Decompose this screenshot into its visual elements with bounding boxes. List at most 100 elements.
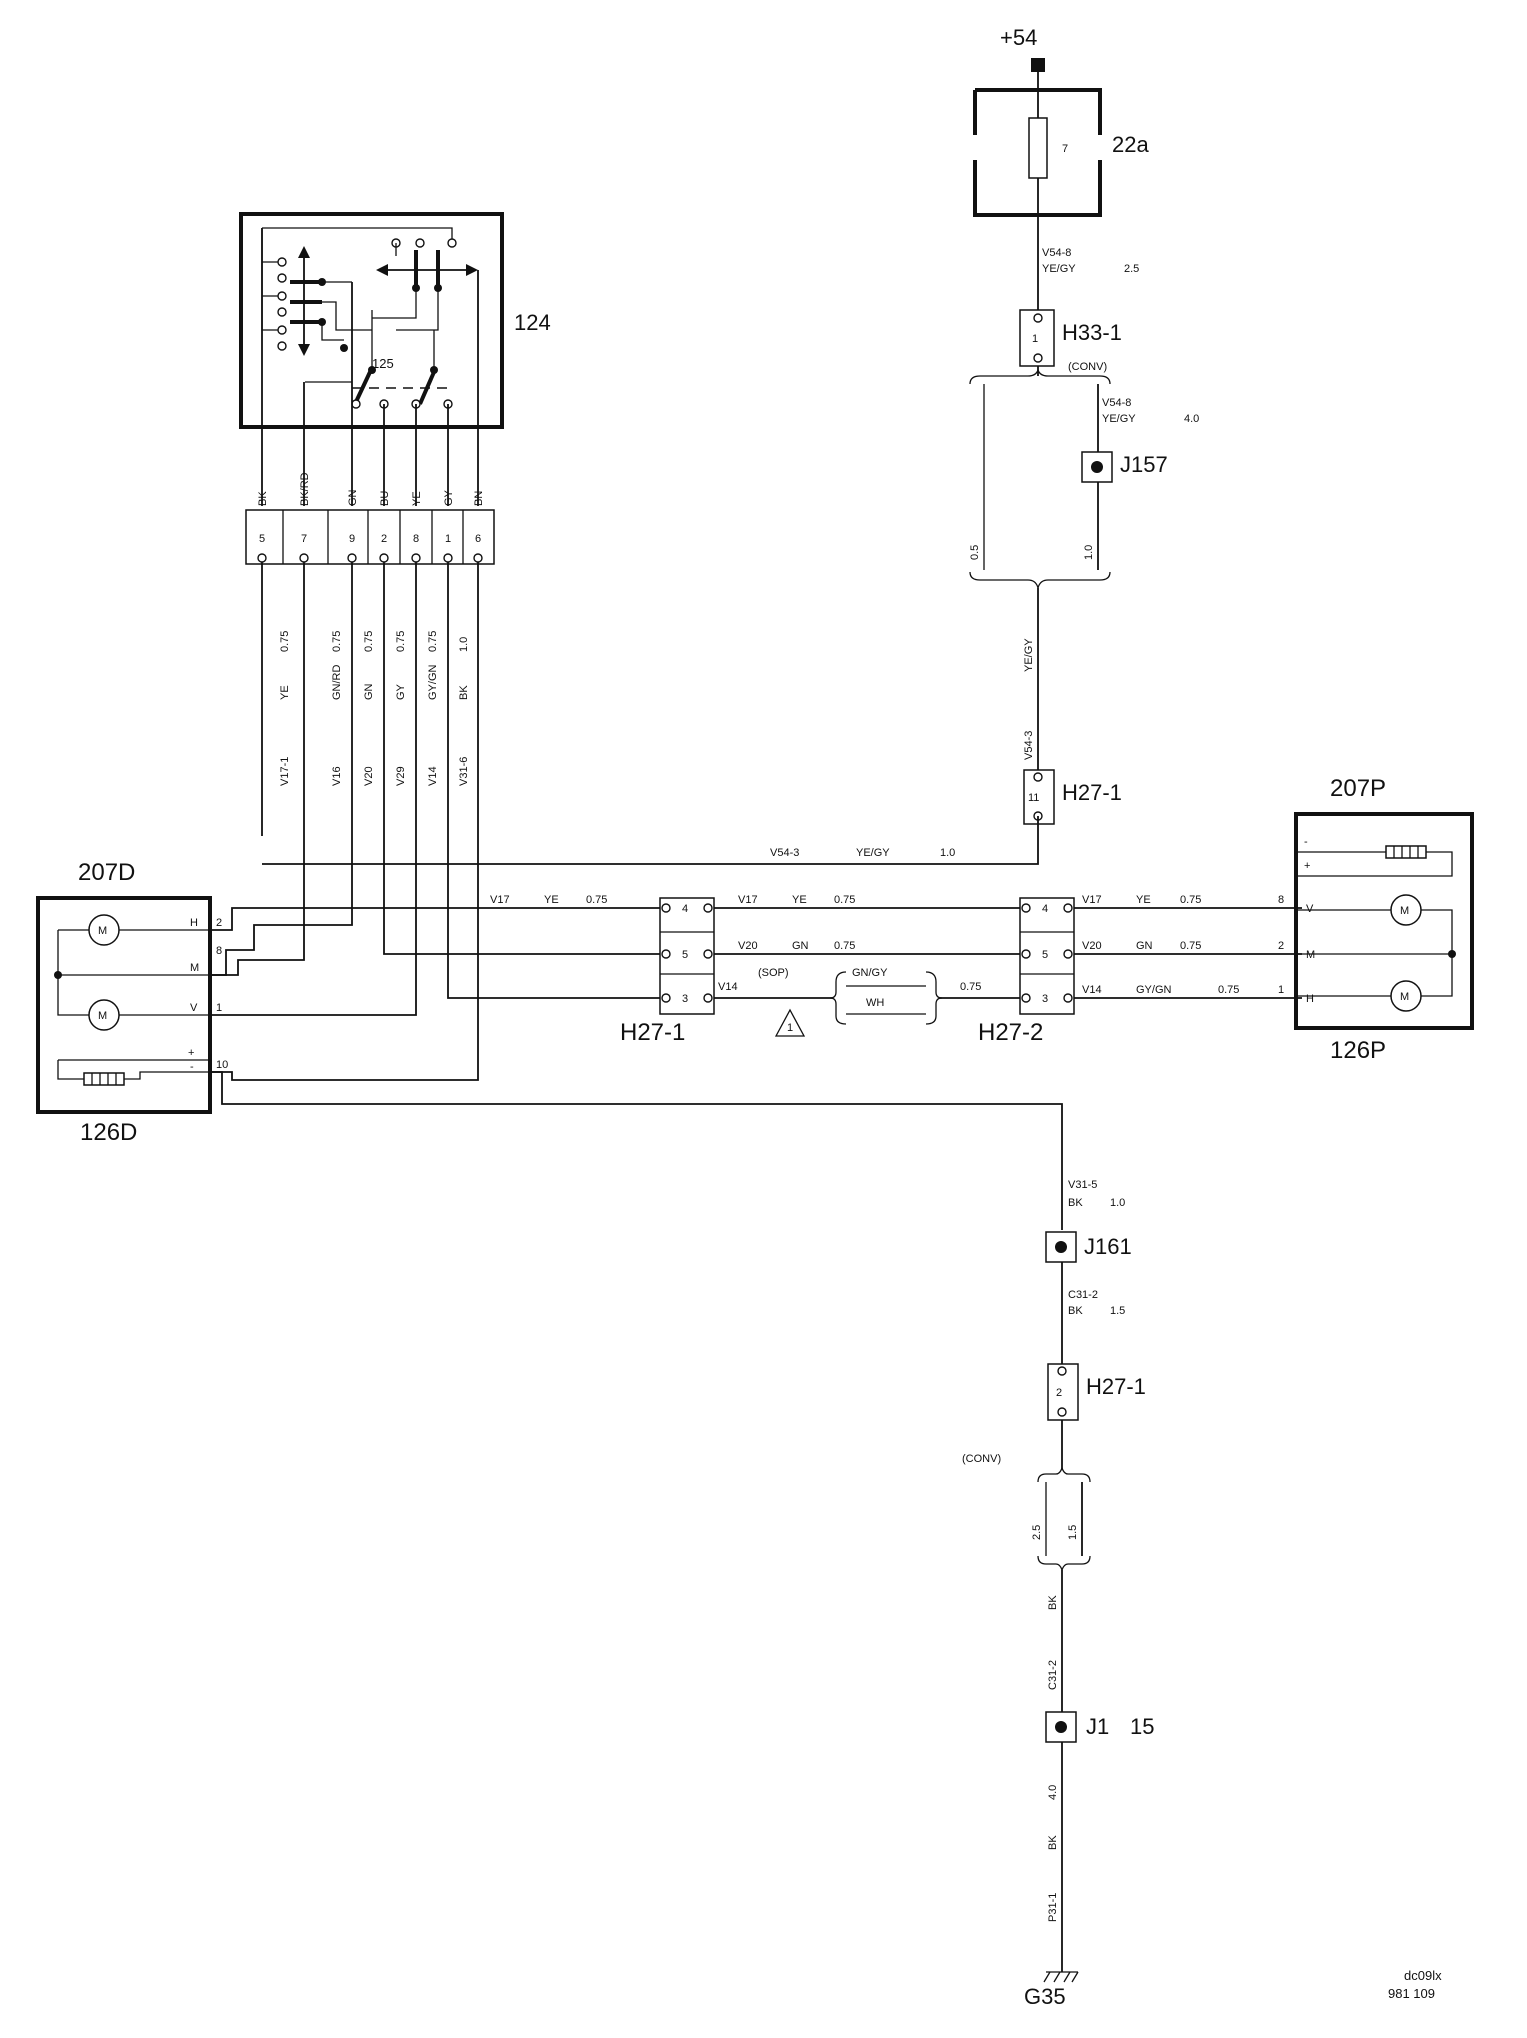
wire-label-color: YE/GY	[1042, 263, 1076, 275]
pin-label: M	[190, 962, 199, 974]
internal-wiring	[57, 929, 212, 1016]
harness-wire-id: V31-6	[458, 757, 470, 786]
pin-number: 2	[1278, 940, 1284, 952]
connector-pin	[1021, 903, 1031, 913]
junction-dot	[1055, 1721, 1067, 1733]
harness-wire-color: YE	[279, 685, 291, 700]
connector-pin	[1021, 993, 1031, 1003]
gauge-label: 2.5	[1031, 1525, 1043, 1540]
switch-exit-pin	[351, 399, 361, 409]
harness-wire-color: GY/GN	[427, 664, 439, 700]
passenger-harness: V17 YE 0.75 V20 GN 0.75 V14 GY/GN 0.75 8…	[1074, 894, 1302, 999]
heater-wiring	[57, 1059, 212, 1080]
option-brace-left	[829, 971, 847, 1025]
pin-label: H	[1306, 993, 1314, 1005]
switch-connector-pin-number: 9	[349, 533, 355, 545]
wire-label-id: V14	[1082, 984, 1102, 996]
bracket-top	[1037, 1465, 1091, 1483]
wire-label-color: WH	[866, 997, 884, 1009]
ground-label: G35	[1024, 1984, 1066, 2009]
harness-wire-color: GN	[363, 683, 375, 700]
wire-label-color: YE/GY	[856, 847, 890, 859]
motor-symbol: M	[98, 1010, 107, 1022]
wire-label-id: V14	[718, 981, 738, 993]
power-supply-group: +54 7 22a V54-8 YE/GY 2.5	[973, 25, 1149, 330]
harness-wire-id: V20	[363, 766, 375, 786]
gauge-label: 1.5	[1067, 1525, 1079, 1540]
switch-contact	[447, 238, 457, 248]
pin-label: M	[1306, 949, 1315, 961]
middle-harness: V17 YE 0.75 V20 GN 0.75 V14 (SOP) GN/GY …	[714, 894, 1020, 1037]
switch-module-124: 124 125	[239, 212, 551, 429]
wire-label-color: YE/GY	[1102, 413, 1136, 425]
wire-label-id: C31-2	[1047, 1660, 1059, 1690]
internal-wiring	[371, 243, 439, 331]
switch-connector-pin	[379, 553, 389, 563]
wire-v31-5	[212, 1071, 1063, 1230]
connector-pin	[1033, 353, 1043, 363]
option-brace-right	[925, 971, 943, 1025]
wire-label-color: YE/GY	[1023, 638, 1035, 672]
connector-pin	[703, 949, 713, 959]
pin-number: 1	[1278, 984, 1284, 996]
mirror-passenger-label: 207P	[1330, 775, 1386, 802]
heater-passenger-label: 126P	[1330, 1037, 1386, 1064]
connector-pin	[1063, 949, 1073, 959]
arrow-left-icon	[376, 264, 388, 276]
wire-label-color: YE	[1136, 894, 1151, 906]
connector-pin	[1033, 313, 1043, 323]
harness-wire-id: V16	[331, 766, 343, 786]
pin-number: 1	[216, 1002, 222, 1014]
conv-option-bracket: (CONV) V54-8 YE/GY 4.0 0.5 1.0 YE/GY V54…	[969, 361, 1199, 776]
harness-wire-size: 0.75	[331, 631, 343, 652]
connector-pin-number: 5	[1042, 949, 1048, 961]
switch-connector-color: GY	[443, 489, 455, 506]
pin-label: -	[190, 1061, 194, 1073]
pin-label: +	[188, 1047, 194, 1059]
ground-path: V31-5 BK 1.0 J161 C31-2 BK 1.5 2 H27-1 (…	[962, 1179, 1154, 2009]
pin-label: +	[1304, 860, 1310, 872]
connector-pin	[1063, 993, 1073, 1003]
wire-label-size: 4.0	[1047, 1785, 1059, 1800]
heater-driver-label: 126D	[80, 1119, 137, 1146]
heater-element	[1385, 845, 1427, 859]
internal-wiring	[305, 330, 435, 383]
switch-connector-color: YE	[411, 491, 423, 506]
bracket-top	[969, 367, 1111, 385]
mirror-driver-207d: 207D 126D M M H M V + - 2 8 1 10	[36, 859, 228, 1146]
pin-number: 8	[1278, 894, 1284, 906]
junction-j157: J157	[1081, 451, 1168, 483]
arrow-up-icon	[298, 246, 310, 258]
wire-v54-3-horizontal: V54-3 YE/GY 1.0	[262, 816, 1039, 865]
connector-label: H27-1	[620, 1019, 685, 1046]
wire-label-color: YE	[544, 894, 559, 906]
wire-label-size: 0.75	[960, 981, 981, 993]
footer: dc09lx 981 109	[1388, 1968, 1442, 2001]
switch-125-label: 125	[372, 356, 394, 371]
connector-pin	[1063, 903, 1073, 913]
wire-label-size: 1.0	[1110, 1197, 1125, 1209]
connector-pin	[1033, 772, 1043, 782]
connector-pin-number: 4	[682, 903, 688, 915]
triangle-number: 1	[787, 1022, 793, 1034]
pin-label: V	[1306, 903, 1314, 915]
harness-wire-color: GY	[395, 683, 407, 700]
switch-connector-pin-number: 6	[475, 533, 481, 545]
connector-h27-2: 4 5 3 H27-2	[978, 897, 1075, 1046]
switch-contact	[277, 291, 287, 301]
switch-harness: V17-1YE0.75V16GN/RD0.75V20GN0.75V29GY0.7…	[261, 562, 479, 836]
switch-125-blade	[418, 371, 436, 405]
internal-node	[54, 971, 62, 979]
wire-label-id: V17	[738, 894, 758, 906]
connector-pin-number: 4	[1042, 903, 1048, 915]
wire-label-size: 0.75	[834, 940, 855, 952]
connector-label: H27-1	[1062, 780, 1122, 805]
harness-wire-size: 0.75	[363, 631, 375, 652]
diagram-code: dc09lx	[1404, 1968, 1442, 1983]
switch-contact	[277, 307, 287, 317]
switch-connector-pin	[347, 553, 357, 563]
connector-pin	[703, 993, 713, 1003]
fuse-holder-22a	[973, 88, 1102, 217]
switch-connector-pin-number: 2	[381, 533, 387, 545]
